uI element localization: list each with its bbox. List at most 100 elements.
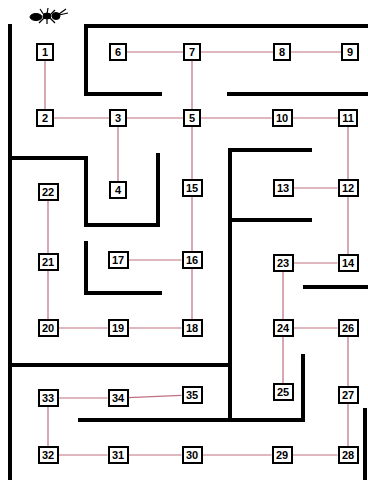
maze-cell-box: 6 — [109, 43, 127, 61]
maze-cell-box: 16 — [182, 251, 203, 269]
cell-number: 33 — [42, 392, 54, 405]
maze-cell-box: 17 — [108, 251, 129, 269]
ant-icon — [30, 8, 68, 24]
maze-cell-box: 18 — [182, 319, 203, 337]
cell-number: 32 — [42, 449, 54, 462]
cell-number: 8 — [279, 46, 285, 59]
cell-number: 24 — [277, 322, 289, 335]
maze-cell-box: 8 — [273, 43, 291, 61]
maze-cell-box: 22 — [38, 183, 59, 201]
maze-cell-box: 3 — [109, 109, 127, 127]
path-connector — [47, 201, 48, 253]
maze-cell-box: 25 — [273, 383, 294, 401]
maze-cell-box: 34 — [108, 389, 129, 407]
maze-cell-box: 9 — [341, 43, 359, 61]
path-connector — [129, 454, 182, 455]
path-connector — [191, 269, 192, 319]
cell-number: 20 — [42, 322, 54, 335]
path-connector — [347, 197, 348, 254]
maze-cell-box: 5 — [183, 109, 201, 127]
maze-cell-box: 20 — [38, 319, 59, 337]
maze-cell-box: 12 — [338, 179, 359, 197]
maze-cell-box: 29 — [272, 446, 293, 464]
cell-number: 11 — [342, 112, 354, 125]
path-connector — [129, 259, 182, 260]
cell-number: 28 — [342, 449, 354, 462]
path-connector — [294, 187, 338, 188]
path-connector — [191, 127, 192, 179]
path-connector — [59, 454, 108, 455]
cell-number: 18 — [186, 322, 198, 335]
path-connector — [59, 327, 108, 328]
path-connector — [47, 271, 48, 319]
cell-number: 7 — [189, 46, 195, 59]
path-connector — [282, 337, 283, 383]
maze-cell-box: 28 — [338, 446, 359, 464]
maze-cell-box: 32 — [38, 446, 59, 464]
maze-cell-box: 7 — [183, 43, 201, 61]
cell-number: 14 — [342, 257, 354, 270]
path-connector — [282, 272, 283, 319]
path-connector — [203, 454, 272, 455]
maze-cell-box: 27 — [338, 386, 359, 404]
maze-cell-box: 1 — [36, 43, 54, 61]
cell-number: 23 — [277, 257, 289, 270]
cell-number: 21 — [42, 256, 54, 269]
cell-number: 22 — [42, 186, 54, 199]
path-connector — [201, 51, 273, 52]
maze-cell-box: 10 — [272, 109, 293, 127]
path-connector — [191, 61, 192, 109]
cell-number: 10 — [276, 112, 288, 125]
cell-number: 1 — [42, 46, 48, 59]
maze-cell-box: 21 — [38, 253, 59, 271]
path-connector — [127, 51, 183, 52]
cell-number: 4 — [115, 184, 121, 197]
path-connector — [44, 61, 45, 109]
maze-cell-box: 33 — [38, 389, 59, 407]
maze-cell-box: 19 — [108, 319, 129, 337]
maze-cell-box: 31 — [108, 446, 129, 464]
cell-number: 27 — [342, 389, 354, 402]
maze-cell-box: 30 — [182, 446, 203, 464]
maze-cell-box: 14 — [338, 254, 359, 272]
maze-cell-box: 4 — [109, 181, 127, 199]
path-connector — [54, 117, 109, 118]
cell-number: 30 — [186, 449, 198, 462]
maze-cell-box: 13 — [273, 179, 294, 197]
path-connector — [347, 127, 348, 179]
cell-number: 34 — [112, 392, 124, 405]
maze-cell-box: 2 — [36, 109, 54, 127]
path-connector — [47, 407, 48, 446]
path-connector — [294, 327, 338, 328]
path-connector — [59, 397, 108, 398]
path-connector — [117, 127, 118, 181]
maze-cell-box: 15 — [182, 179, 203, 197]
path-connector — [201, 117, 272, 118]
path-connector — [129, 327, 182, 328]
cell-number: 13 — [277, 182, 289, 195]
cell-number: 17 — [112, 254, 124, 267]
cell-number: 19 — [112, 322, 124, 335]
maze-cell-box: 26 — [338, 319, 359, 337]
maze-cell-box: 11 — [338, 109, 358, 127]
path-connector — [293, 454, 338, 455]
cell-number: 12 — [342, 182, 354, 195]
wall-lines — [10, 26, 368, 480]
cell-number: 16 — [186, 254, 198, 267]
cell-number: 15 — [186, 182, 198, 195]
path-connector — [347, 404, 348, 446]
maze-cell-box: 35 — [182, 386, 203, 404]
path-connector — [129, 395, 182, 397]
cell-number: 35 — [186, 389, 198, 402]
cell-number: 25 — [277, 386, 289, 399]
path-connector — [191, 197, 192, 251]
path-connector — [127, 117, 183, 118]
cell-number: 2 — [42, 112, 48, 125]
cell-number: 9 — [347, 46, 353, 59]
cell-number: 5 — [189, 112, 195, 125]
cell-number: 6 — [115, 46, 121, 59]
maze-cell-box: 23 — [273, 254, 294, 272]
